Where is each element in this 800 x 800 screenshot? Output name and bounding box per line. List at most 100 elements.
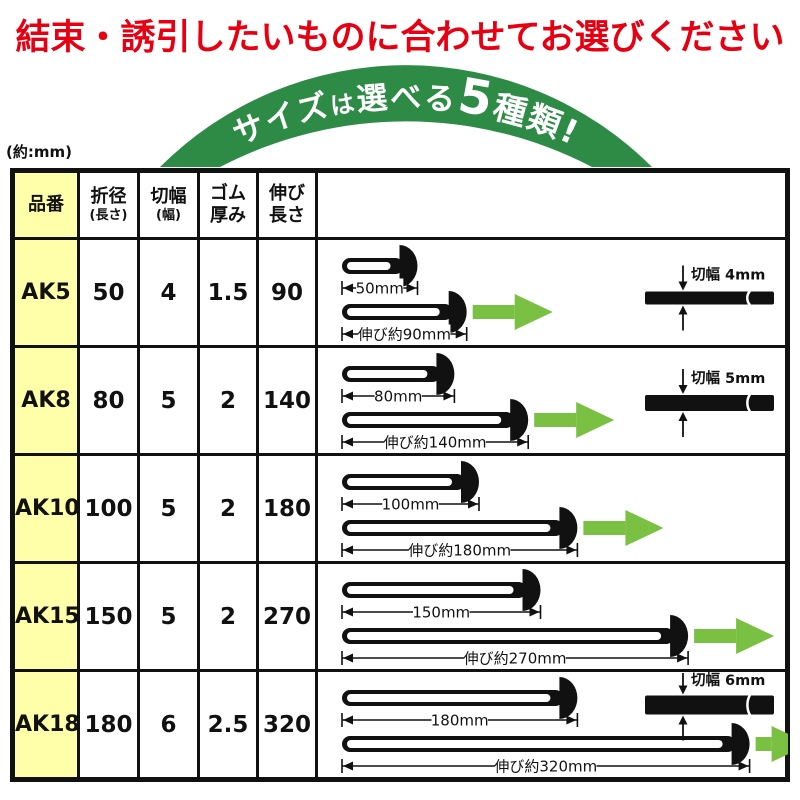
band-head <box>510 399 529 441</box>
dim-label: 伸び約140mm <box>384 434 487 452</box>
cross-section-notch <box>746 694 752 716</box>
band-illustration: 50mm 伸び約90mm 切幅 4mm <box>341 245 774 344</box>
stretch-arrow-head <box>736 618 775 654</box>
cut-width-arrow-down-head <box>678 685 688 695</box>
col-header-line1: 切幅 <box>150 186 187 208</box>
col-header-line1: ゴム <box>210 183 246 205</box>
stretch-arrow-icon <box>583 510 664 546</box>
dim-label-bg <box>408 540 511 560</box>
cell-fold: 180 <box>77 669 140 781</box>
dim-label-bg <box>431 710 488 730</box>
cut-width-arrow-up-head <box>678 715 688 725</box>
band-slot <box>347 262 391 270</box>
dim-label: 80mm <box>374 388 422 406</box>
stretch-arrow-head <box>771 726 788 762</box>
col-header-line1: 折径 <box>90 186 127 208</box>
dim-arrowhead-left <box>343 391 353 401</box>
band-head <box>670 615 689 657</box>
band-slot <box>347 478 452 486</box>
band-slot <box>347 694 551 702</box>
dim-arrowhead-left <box>343 283 353 293</box>
dim-arrowhead-right <box>468 499 478 509</box>
col-header-line2: (幅) <box>156 208 181 223</box>
dim-arrowhead-right <box>529 607 540 617</box>
cell-id: AK15 <box>11 561 80 672</box>
cross-section-graphic: 切幅 5mm <box>645 369 774 437</box>
arc-text-segment: 選べる <box>355 80 459 119</box>
band-head <box>436 353 455 395</box>
dim-label-bg <box>464 648 566 668</box>
dim-arrowhead-left <box>343 761 353 771</box>
cell-stretch: 140 <box>256 345 318 456</box>
dim-label-bg <box>374 386 422 406</box>
dim-label-bg <box>413 602 470 622</box>
cell-cut: 4 <box>137 237 200 348</box>
dim-label: 伸び約180mm <box>408 542 511 560</box>
col-header-line2: 厚み <box>210 205 246 226</box>
cell-thickness: 2.5 <box>197 669 259 781</box>
col-header-line1: 品番 <box>28 194 64 216</box>
dim-arrowhead-left <box>343 437 353 447</box>
col-header-line2: (長さ) <box>89 208 128 223</box>
cell-id: AK5 <box>11 237 80 348</box>
band-head <box>522 569 541 611</box>
dim-label: 伸び約320mm <box>494 758 597 776</box>
col-header-4: 伸び長さ <box>256 169 318 240</box>
band-head <box>559 677 578 719</box>
band-slot <box>347 524 551 532</box>
cell-cut: 5 <box>137 453 200 564</box>
dim-label-bg <box>384 432 486 452</box>
dim-label: 50mm <box>356 280 404 298</box>
col-header-line1: 伸び <box>269 183 305 205</box>
stretch-arrow-shaft <box>755 737 772 751</box>
cell-stretch: 270 <box>256 561 318 672</box>
cell-thickness: 1.5 <box>197 237 259 348</box>
dim-arrowhead-right <box>443 391 454 401</box>
header-row: 品番折径(長さ)切幅(幅)ゴム厚み伸び長さ <box>11 169 789 240</box>
cross-section-bar <box>645 291 774 305</box>
stretch-arrow-icon <box>534 402 615 438</box>
cross-section-bar <box>645 695 774 715</box>
dim-label-bg <box>356 278 404 298</box>
dim-arrowhead-right <box>738 761 749 771</box>
cell-illustration: 80mm 伸び約140mm 切幅 5mm <box>315 345 789 456</box>
cut-width-label: 切幅 4mm <box>691 266 765 284</box>
dim-label: 伸び約90mm <box>358 326 451 344</box>
cell-fold: 150 <box>77 561 140 672</box>
cross-section-graphic: 切幅 4mm <box>645 265 774 331</box>
dim-arrowhead-right <box>517 437 528 447</box>
dim-arrowhead-left <box>343 653 353 663</box>
cell-cut: 5 <box>137 561 200 672</box>
dim-arrowhead-left <box>343 607 353 617</box>
band-slot <box>347 632 662 640</box>
cell-stretch: 180 <box>256 453 318 564</box>
cell-thickness: 2 <box>197 453 259 564</box>
cell-stretch: 90 <box>256 237 318 348</box>
dim-label-bg <box>358 324 451 344</box>
cell-cut: 6 <box>137 669 200 781</box>
size-arc-banner: サイズは選べる5種類! <box>160 65 652 167</box>
stretch-arrow-shaft <box>694 629 737 643</box>
dim-arrowhead-right <box>566 715 577 725</box>
dim-arrowhead-right <box>406 283 417 293</box>
col-header-line2: 長さ <box>269 205 305 226</box>
cut-width-label: 切幅 5mm <box>691 369 765 387</box>
cell-fold: 100 <box>77 453 140 564</box>
cell-id: AK8 <box>11 345 80 456</box>
dim-arrowhead-left <box>343 715 353 725</box>
dim-label: 150mm <box>412 604 470 622</box>
stretch-arrow-shaft <box>472 305 515 319</box>
cell-fold: 80 <box>77 345 140 456</box>
cell-id: AK10 <box>11 453 80 564</box>
band-illustration: 80mm 伸び約140mm 切幅 5mm <box>341 353 774 452</box>
arc-text-segment: は <box>328 89 358 121</box>
col-header-0: 品番 <box>11 169 80 240</box>
dim-label-bg <box>382 494 439 514</box>
spec-table-header: 品番折径(長さ)切幅(幅)ゴム厚み伸び長さ <box>11 169 789 240</box>
